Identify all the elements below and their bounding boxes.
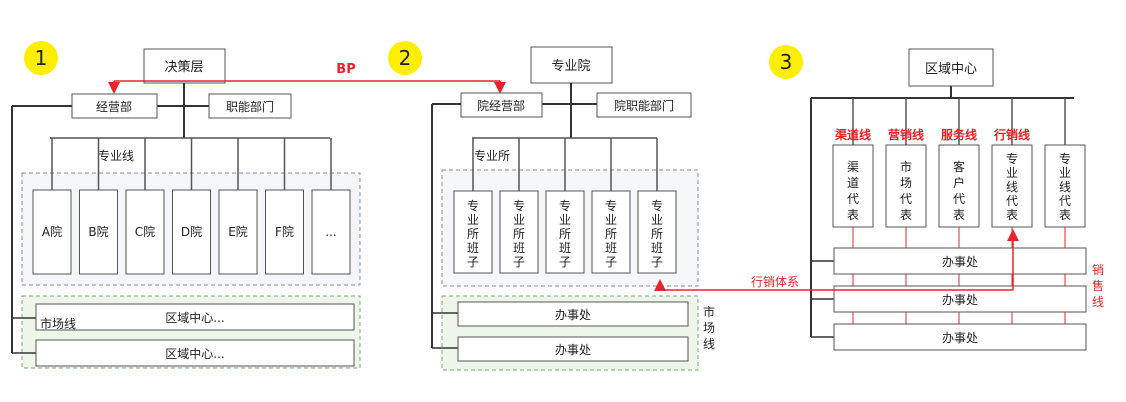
sales-line-label: 销售线	[1092, 263, 1104, 309]
region-office-label: 办事处	[942, 254, 978, 269]
institute-column-box	[311, 189, 351, 275]
office-team-label: 专业所班子	[513, 198, 525, 269]
region-office-box	[833, 323, 1087, 351]
professional-institute-label: 专业院	[551, 59, 590, 74]
marketing-system-label: 行销体系	[751, 275, 799, 289]
institute-column-label: C院	[135, 225, 155, 239]
representative-box	[885, 144, 927, 228]
representative-box	[938, 144, 980, 228]
institute-column-box	[125, 189, 165, 275]
institute-column-label: D院	[181, 225, 202, 239]
institute-column-label: F院	[275, 225, 294, 239]
operations-dept-box	[71, 93, 158, 119]
office-team-label: 专业所班子	[651, 198, 663, 269]
decision-layer-box	[143, 48, 226, 84]
region-center-2	[35, 339, 355, 367]
office-team-box	[545, 190, 585, 274]
professional-line-label: 专业线	[98, 148, 134, 163]
office-team-box	[499, 190, 539, 274]
office-team-label: 专业所班子	[467, 198, 479, 269]
professional-office-label: 专业所	[474, 148, 510, 163]
office-team-columns: 专业所班子 专业所班子 专业所班子 专业所班子 专业所班子	[453, 138, 677, 274]
institute-column-label: A院	[42, 225, 62, 239]
badge-2	[388, 41, 422, 75]
badge-1-label: 1	[35, 46, 48, 70]
office-team-box	[637, 190, 677, 274]
representative-columns: 渠道代表 市场代表 客户代表 专业线代表 专业线代表 渠道线 营销线 服务线 行销线	[832, 98, 1086, 348]
line-label: 渠道线	[835, 127, 871, 142]
region-center-1	[35, 303, 355, 331]
institute-column-box	[32, 189, 72, 275]
institute-columns: A院 B院 C院 D院 E院 F院...	[32, 138, 351, 275]
office-1-label: 办事处	[555, 307, 591, 322]
institute-column-label: ...	[325, 225, 336, 239]
institute-column-box	[172, 189, 211, 275]
institute-functional-label: 院职能部门	[614, 98, 674, 113]
badge-1	[24, 41, 58, 75]
market-line-label-1: 市场线	[40, 316, 76, 331]
badge-3	[769, 45, 803, 79]
institute-column-box	[79, 189, 118, 275]
functional-dept-label: 职能部门	[226, 99, 274, 114]
diagram-1: 1 决策层 经营部 职能部门 专业线 A院 B院 C院 D院 E院 F院... 区域中心.…	[11, 41, 361, 369]
functional-dept-box	[208, 93, 292, 119]
region-office-label: 办事处	[942, 330, 978, 345]
representative-label: 市场代表	[900, 159, 912, 222]
representative-box	[832, 144, 874, 228]
region-office-box	[833, 247, 1087, 275]
market-line-label-2: 市场线	[703, 304, 715, 351]
representative-label: 专业线代表	[1006, 151, 1018, 222]
region-center-1-label: 区域中心...	[165, 310, 224, 325]
region-office-label: 办事处	[942, 292, 978, 307]
bp-label: BP	[336, 62, 355, 77]
institute-column-box	[265, 189, 304, 275]
institute-column-label: E院	[228, 225, 248, 239]
office-team-box	[591, 190, 631, 274]
office-team-box	[453, 190, 493, 274]
institute-column-label: B院	[88, 225, 108, 239]
institute-functional-box	[596, 92, 692, 118]
bp-arrow: BP	[108, 62, 506, 94]
region-center-2-label: 区域中心...	[165, 346, 224, 361]
sales-line-label: 销售线	[1092, 263, 1104, 309]
region-center-label: 区域中心	[925, 62, 977, 77]
institute-column-box	[218, 189, 258, 275]
line-label: 服务线	[941, 127, 977, 142]
representative-label: 客户代表	[953, 159, 965, 222]
office-1	[457, 301, 689, 327]
decision-layer-label: 决策层	[164, 59, 203, 75]
office-2	[457, 336, 689, 362]
institute-operations-box	[460, 92, 543, 118]
institute-operations-label: 院经营部	[477, 98, 525, 113]
representative-label: 专业线代表	[1059, 151, 1071, 222]
office-team-label: 专业所班子	[559, 198, 571, 269]
line-label: 营销线	[888, 127, 924, 142]
office-team-label: 专业所班子	[605, 198, 617, 269]
professional-institute-box	[530, 46, 613, 84]
office-2-label: 办事处	[555, 342, 591, 357]
region-center-box	[908, 48, 994, 87]
representative-box	[991, 144, 1033, 228]
badge-2-label: 2	[399, 46, 412, 70]
badge-3-label: 3	[780, 50, 793, 74]
representative-box	[1044, 144, 1086, 228]
operations-dept-label: 经营部	[96, 99, 132, 114]
diagram-3: 3 区域中心 渠道代表市场代表客户代表专业线代表专业线代表渠道线营销线服务线行销…	[654, 45, 1104, 351]
representative-label: 渠道代表	[847, 160, 859, 222]
market-line-label-2: 市场线	[703, 304, 715, 351]
diagram-2: 2 专业院 院经营部 院职能部门 专业所 专业所班子专业所班子专业所班子专业所班…	[388, 41, 715, 371]
line-label: 行销线	[993, 127, 1030, 142]
